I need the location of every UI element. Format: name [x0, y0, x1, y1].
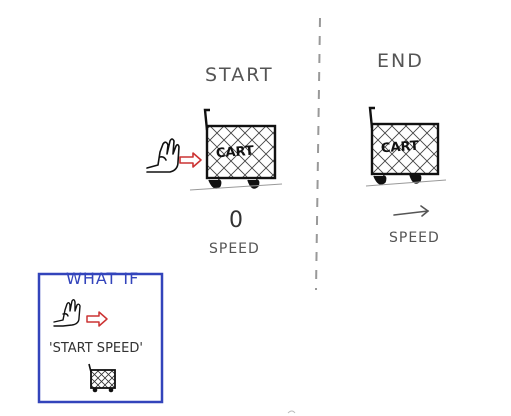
stray-mark: [287, 410, 296, 414]
start-stage-label: START: [205, 64, 274, 86]
end-stage-label: END: [377, 50, 424, 72]
push-arrow-icon: [179, 152, 202, 168]
hand-push-icon: [53, 299, 81, 327]
stage-divider: [315, 17, 321, 291]
start-cart-label: CART: [215, 143, 255, 162]
start-speed-label: SPEED: [209, 241, 260, 257]
push-arrow-icon: [86, 311, 108, 327]
start-speed-value: 0: [229, 208, 243, 233]
what-if-caption: 'START SPEED': [49, 341, 143, 356]
shopping-cart-icon: [189, 108, 283, 191]
what-if-box: [37, 272, 164, 404]
shopping-cart-icon: [88, 363, 116, 393]
hand-push-icon: [146, 138, 180, 173]
end-speed-label: SPEED: [389, 230, 440, 246]
what-if-title: WHAT IF: [66, 269, 140, 288]
end-cart-label: CART: [380, 138, 420, 157]
shopping-cart-icon: [365, 106, 447, 187]
speed-arrow-icon: [393, 205, 430, 217]
